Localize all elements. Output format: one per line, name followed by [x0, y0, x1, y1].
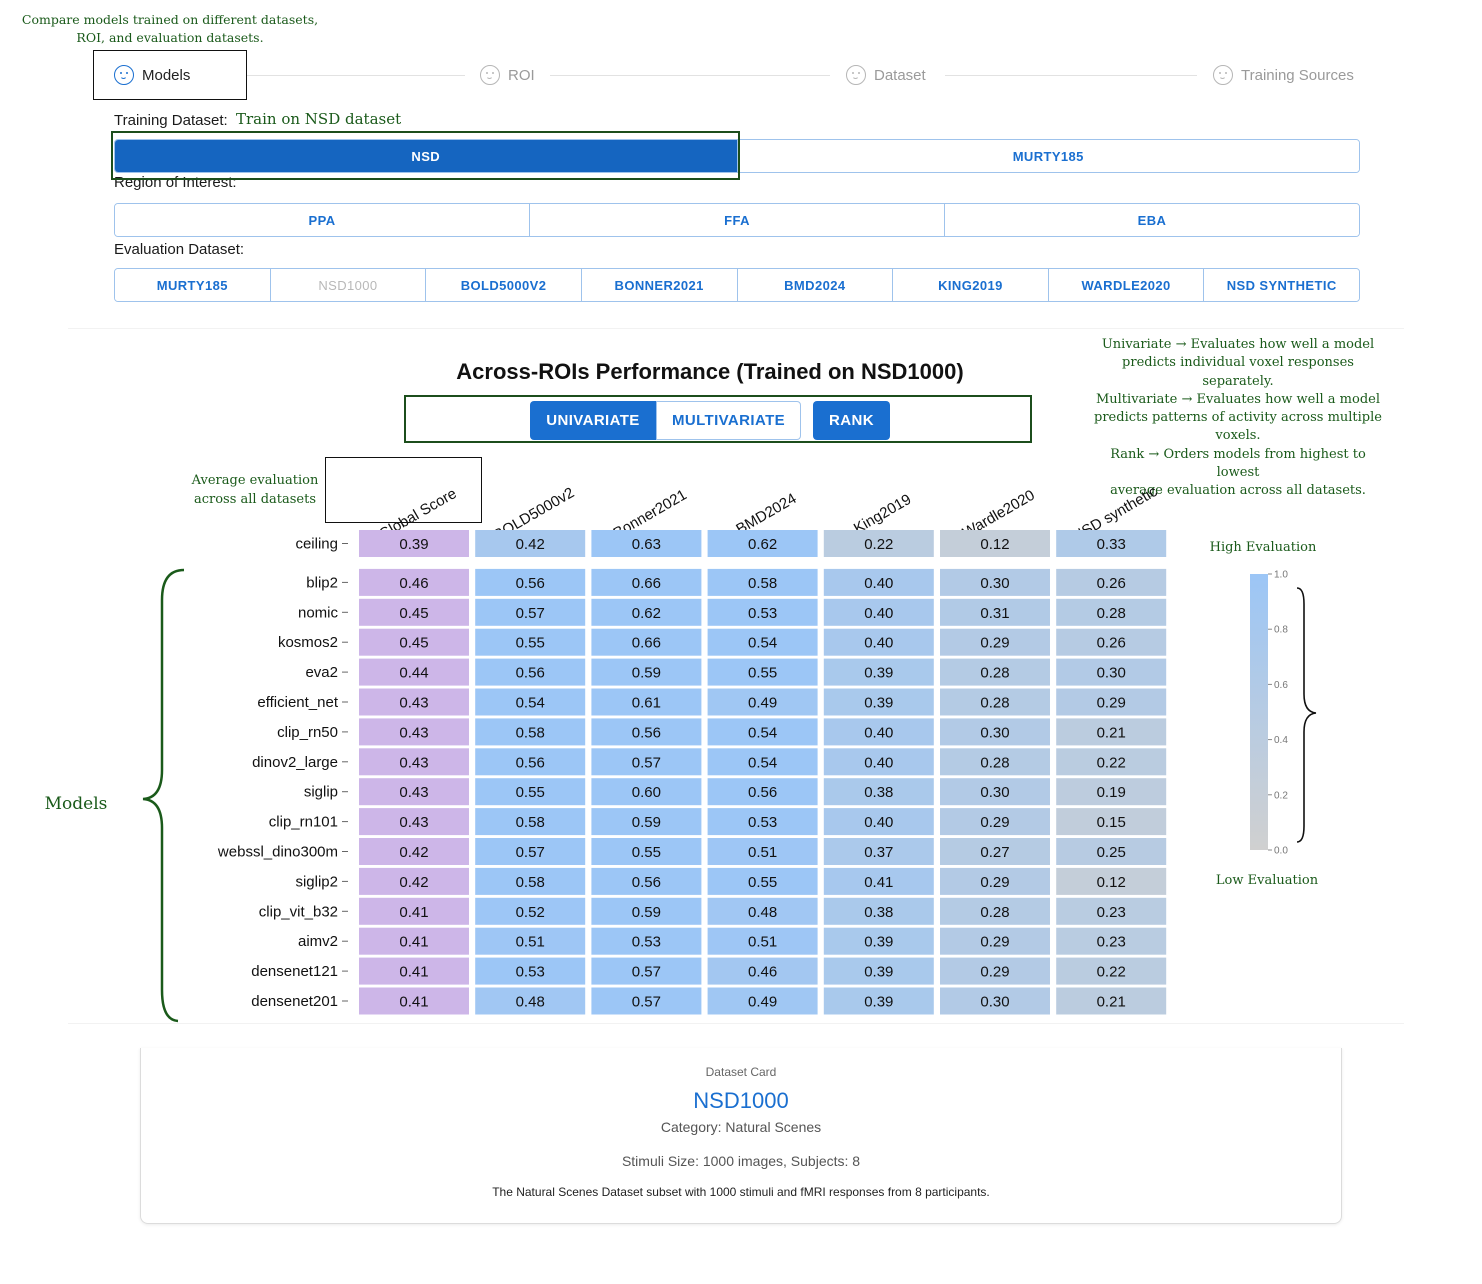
training-option-nsd[interactable]: NSD	[115, 140, 738, 172]
roi-selector: PPA FFA EBA	[114, 203, 1360, 237]
chart-title: Across-ROIs Performance (Trained on NSD1…	[456, 359, 964, 384]
step-connector	[247, 75, 465, 76]
univariate-button[interactable]: UNIVARIATE	[530, 401, 656, 440]
step-roi[interactable]: ROI	[480, 63, 535, 87]
step-label: Training Sources	[1241, 66, 1354, 84]
step-label: Models	[142, 66, 191, 84]
roi-option-ppa[interactable]: PPA	[115, 204, 530, 236]
global-score-highlight	[325, 457, 482, 523]
mode-help-line: Rank → Orders models from highest to low…	[1110, 446, 1366, 481]
roi-option-ffa[interactable]: FFA	[530, 204, 945, 236]
step-label: Dataset	[874, 66, 926, 84]
training-option-murty185[interactable]: MURTY185	[737, 140, 1359, 172]
roi-option-eba[interactable]: EBA	[945, 204, 1359, 236]
chart-panel	[68, 328, 1404, 1024]
rank-button[interactable]: RANK	[813, 401, 890, 440]
step-models[interactable]: Models	[114, 63, 190, 87]
average-annotation: Average evaluation across all datasets	[180, 471, 330, 509]
evaluation-option-murty185[interactable]: MURTY185	[115, 269, 271, 301]
smile-icon	[114, 65, 134, 85]
dataset-card	[140, 1048, 1342, 1224]
dataset-card-stimuli: Stimuli Size: 1000 images, Subjects: 8	[621, 1153, 861, 1169]
step-dataset[interactable]: Dataset	[846, 63, 926, 87]
intro-annotation: Compare models trained on different data…	[20, 11, 320, 47]
smile-icon	[1213, 65, 1233, 85]
evaluation-dataset-selector: MURTY185 NSD1000 BOLD5000V2 BONNER2021 B…	[114, 268, 1360, 302]
evaluation-option-nsd1000: NSD1000	[270, 269, 427, 301]
models-annotation: Models	[44, 794, 108, 814]
average-annotation-line: across all datasets	[193, 492, 317, 507]
mode-help-line: Univariate → Evaluates how well a model	[1101, 337, 1375, 352]
smile-icon	[480, 65, 500, 85]
training-dataset-label: Training Dataset:	[114, 112, 228, 129]
evaluation-option-king2019[interactable]: KING2019	[893, 269, 1049, 301]
mode-help-line: predicts patterns of activity across mul…	[1094, 410, 1382, 426]
mode-help-line: predicts individual voxel responses sepa…	[1122, 355, 1354, 389]
mode-toggle-highlight	[404, 395, 1032, 443]
dataset-card-heading: Dataset Card	[705, 1065, 777, 1079]
mode-help-annotation: Univariate → Evaluates how well a model …	[1088, 336, 1388, 501]
training-dataset-selector: NSD MURTY185	[114, 139, 1360, 173]
intro-annotation-line: Compare models trained on different data…	[21, 12, 319, 27]
evaluation-option-bmd2024[interactable]: BMD2024	[737, 269, 894, 301]
low-evaluation-label: Low Evaluation	[1215, 873, 1319, 888]
multivariate-button[interactable]: MULTIVARIATE	[656, 401, 801, 440]
nsd-highlight	[111, 131, 740, 180]
mode-help-line: Multivariate → Evaluates how well a mode…	[1095, 391, 1381, 407]
models-step-highlight	[93, 50, 247, 100]
step-connector	[945, 75, 1197, 76]
dataset-card-category: Category: Natural Scenes	[660, 1119, 822, 1135]
training-annotation: Train on NSD dataset	[236, 110, 402, 128]
mode-help-line: voxels.	[1215, 428, 1261, 444]
evaluation-option-bold5000v2[interactable]: BOLD5000V2	[426, 269, 582, 301]
evaluation-option-nsd-synthetic[interactable]: NSD SYNTHETIC	[1204, 269, 1359, 301]
dataset-card-description: The Natural Scenes Dataset subset with 1…	[492, 1185, 990, 1199]
mode-help-line: average evaluation across all datasets.	[1110, 483, 1366, 499]
step-connector	[550, 75, 830, 76]
evaluation-option-wardle2020[interactable]: WARDLE2020	[1048, 269, 1205, 301]
average-annotation-line: Average evaluation	[191, 473, 319, 488]
step-label: ROI	[508, 66, 535, 84]
smile-icon	[846, 65, 866, 85]
evaluation-option-bonner2021[interactable]: BONNER2021	[581, 269, 738, 301]
evaluation-dataset-label: Evaluation Dataset:	[114, 241, 245, 258]
high-evaluation-label: High Evaluation	[1209, 540, 1317, 555]
dataset-card-name: NSD1000	[693, 1088, 789, 1113]
step-training-sources[interactable]: Training Sources	[1213, 63, 1354, 87]
intro-annotation-line: ROI, and evaluation datasets.	[76, 30, 264, 45]
